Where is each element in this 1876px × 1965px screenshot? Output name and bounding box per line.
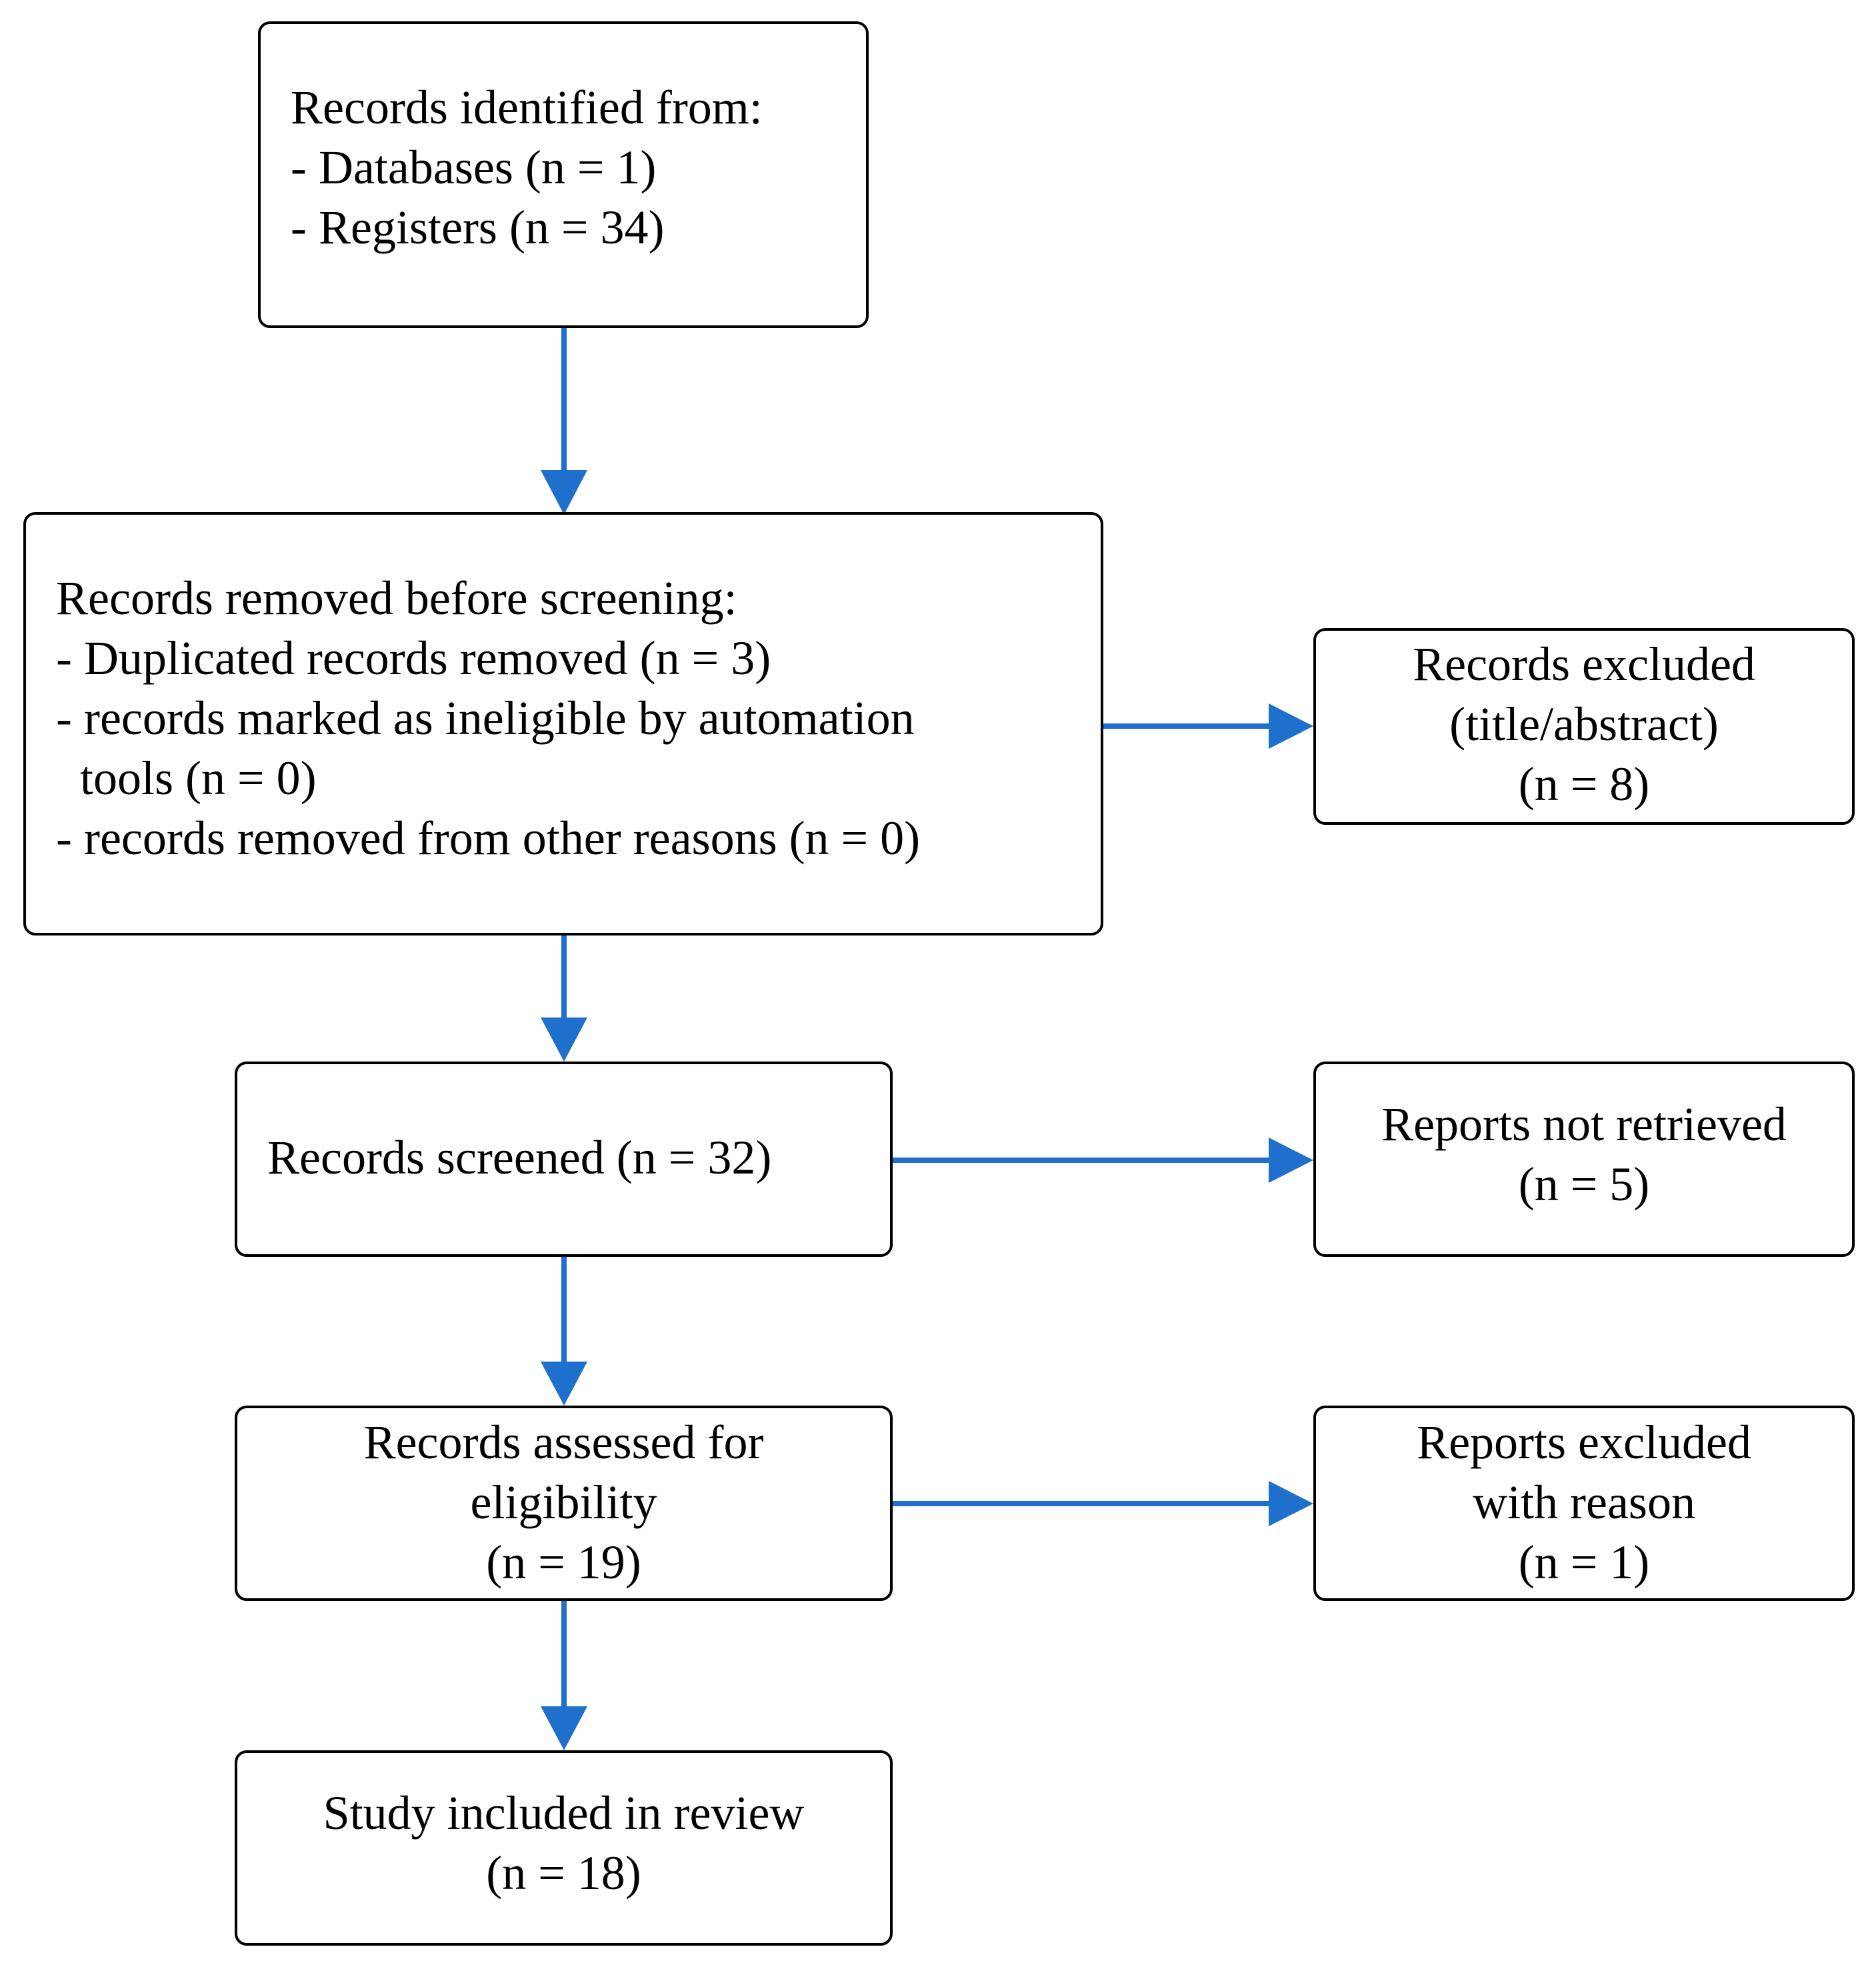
records-excluded-reason: (title/abstract) <box>1449 697 1719 751</box>
records-excluded-label: Records excluded <box>1413 637 1755 691</box>
reports-not-retrieved-box: Reports not retrieved (n = 5) <box>1313 1062 1855 1257</box>
reports-not-retrieved-label: Reports not retrieved <box>1381 1098 1787 1151</box>
records-identified-box: Records identified from: - Databases (n … <box>258 21 869 328</box>
arrowhead-down-4 <box>541 1706 587 1750</box>
records-assessed-label: Records assessed for <box>363 1416 764 1469</box>
arrowhead-right-2 <box>1269 1138 1313 1183</box>
arrowhead-down-1 <box>541 470 587 515</box>
records-screened-box: Records screened (n = 32) <box>235 1062 893 1257</box>
records-assessed-count: (n = 19) <box>486 1536 641 1589</box>
study-included-count: (n = 18) <box>486 1846 641 1900</box>
reports-not-retrieved-count: (n = 5) <box>1518 1158 1650 1211</box>
records-assessed-box: Records assessed for eligibility (n = 19… <box>235 1406 893 1601</box>
records-excluded-box: Records excluded (title/abstract) (n = 8… <box>1313 628 1855 825</box>
reports-excluded-reason: with reason <box>1473 1476 1695 1529</box>
records-assessed-label-2: eligibility <box>470 1476 657 1529</box>
records-identified-heading: Records identified from: <box>291 81 763 134</box>
arrowhead-right-3 <box>1269 1481 1313 1526</box>
reports-excluded-box: Reports excluded with reason (n = 1) <box>1313 1406 1855 1601</box>
arrowhead-down-2 <box>541 1018 587 1062</box>
reports-excluded-label: Reports excluded <box>1417 1416 1751 1469</box>
records-screened-label: Records screened (n = 32) <box>267 1131 772 1184</box>
registers-count: - Registers (n = 34) <box>291 201 665 254</box>
automation-ineligible-count: tools (n = 0) <box>56 751 317 805</box>
records-removed-box: Records removed before screening: - Dupl… <box>23 512 1103 935</box>
arrowhead-right-1 <box>1269 703 1313 749</box>
records-excluded-count: (n = 8) <box>1518 757 1650 811</box>
arrowhead-down-3 <box>541 1362 587 1406</box>
reports-excluded-count: (n = 1) <box>1518 1536 1650 1589</box>
automation-ineligible: - records marked as ineligible by automa… <box>56 691 915 745</box>
records-removed-heading: Records removed before screening: <box>56 571 737 625</box>
study-included-label: Study included in review <box>323 1786 805 1840</box>
study-included-box: Study included in review (n = 18) <box>235 1750 893 1946</box>
databases-count: - Databases (n = 1) <box>291 141 657 194</box>
duplicates-removed: - Duplicated records removed (n = 3) <box>56 631 771 685</box>
other-reasons-removed: - records removed from other reasons (n … <box>56 811 921 865</box>
